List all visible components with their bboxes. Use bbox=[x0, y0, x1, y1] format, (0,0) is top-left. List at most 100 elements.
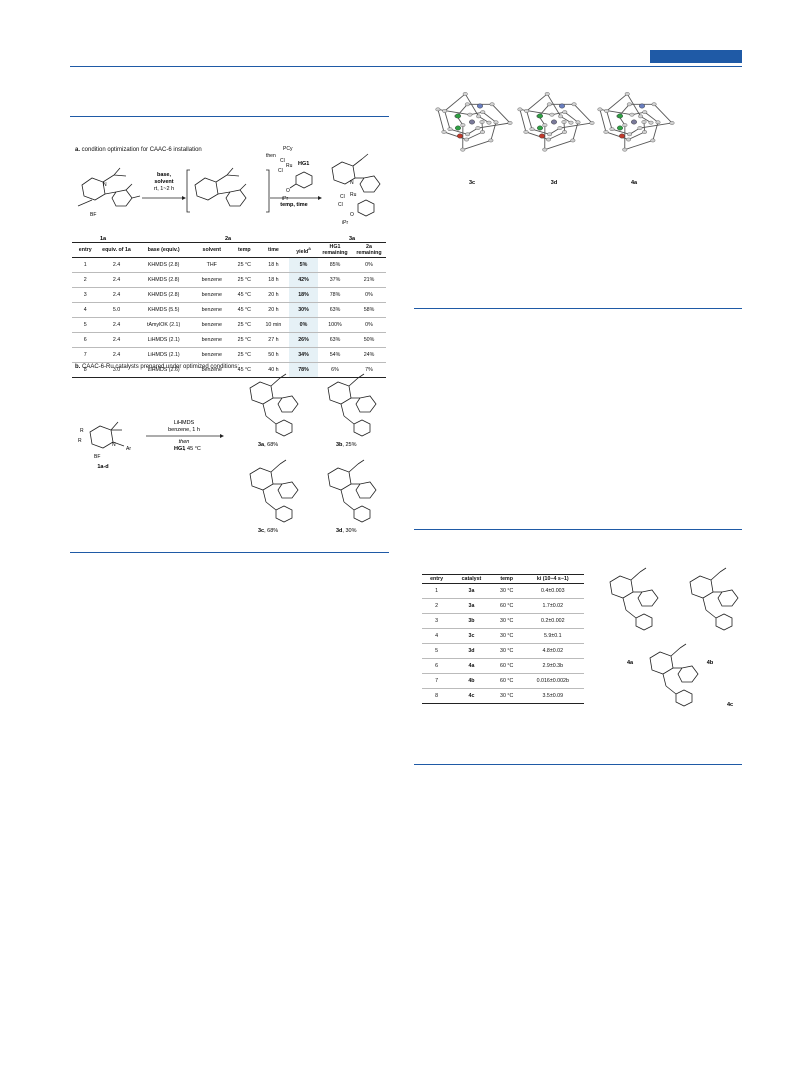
svg-text:Cl: Cl bbox=[280, 158, 285, 164]
table-cell: 2.4 bbox=[98, 287, 135, 304]
table-cell: 3c bbox=[451, 628, 492, 645]
table-cell: 5 bbox=[72, 317, 99, 334]
svg-text:then: then bbox=[179, 439, 190, 445]
panel-a-scheme: N BF 1a base, solvent rt, 1~2 h 2a then … bbox=[77, 146, 381, 240]
table-cell: 78% bbox=[318, 287, 352, 304]
table-cell: 2.4 bbox=[98, 347, 135, 364]
table-cell: 4c bbox=[451, 688, 492, 705]
table-cell: 60 °C bbox=[491, 658, 522, 675]
svg-text:O: O bbox=[350, 212, 354, 218]
table-cell: 50 h bbox=[257, 347, 289, 364]
xray-4a bbox=[597, 92, 675, 152]
arrow1-conditions: rt, 1~2 h bbox=[154, 186, 174, 192]
table-cell: 26% bbox=[288, 332, 318, 349]
label-3c-yield: 3c, 68% bbox=[258, 528, 278, 534]
table-cell: 0% bbox=[352, 257, 386, 274]
table-cell: 0% bbox=[288, 317, 318, 334]
table-cell: 5% bbox=[288, 257, 318, 274]
bf4-label: BF bbox=[90, 212, 96, 218]
table-cell: 3a bbox=[451, 583, 492, 600]
catalyst-3c bbox=[249, 459, 299, 523]
table-cell: 30 °C bbox=[491, 628, 522, 645]
table-cell: KHMDS (2.8) bbox=[134, 257, 193, 274]
table-cell: 54% bbox=[318, 347, 352, 364]
table-cell: 50% bbox=[352, 332, 386, 349]
then-text: then bbox=[266, 153, 276, 159]
table-cell: 2.4 bbox=[98, 317, 135, 334]
section-rule-kinetics-bottom bbox=[414, 764, 742, 765]
table-cell: 37% bbox=[318, 272, 352, 289]
table-cell: 45 °C bbox=[230, 302, 258, 319]
table-cell: 8 bbox=[422, 688, 452, 705]
label-3a: 3a bbox=[349, 236, 356, 240]
table-cell: 4 bbox=[422, 628, 452, 645]
condition-table: entry equiv. of 1a base (equiv.) solvent… bbox=[72, 241, 386, 379]
table-cell: 1 bbox=[422, 583, 452, 600]
catalyst-3d bbox=[327, 459, 377, 523]
svg-text:Cl: Cl bbox=[338, 202, 343, 208]
svg-text:N: N bbox=[350, 180, 354, 186]
table-cell: 0.2±0.002 bbox=[521, 613, 584, 630]
table-cell: 4b bbox=[451, 673, 492, 690]
struct-label-4c: 4c bbox=[727, 702, 733, 708]
svg-text:, 45 °C: , 45 °C bbox=[184, 446, 201, 452]
table-cell: 60 °C bbox=[491, 673, 522, 690]
table-cell: 1.7±0.02 bbox=[521, 598, 584, 615]
section-rule-xray bbox=[414, 308, 742, 309]
table-cell: 21% bbox=[352, 272, 386, 289]
n-plus-1a: N bbox=[103, 182, 107, 188]
table-cell: 4a bbox=[451, 658, 492, 675]
table-cell: LiHMDS (2.1) bbox=[134, 332, 193, 349]
xray-3d bbox=[517, 92, 595, 152]
label-1a-d: 1a-d bbox=[97, 464, 108, 470]
table-cell: 5.9±0.1 bbox=[521, 628, 584, 645]
table-cell: 6% bbox=[318, 362, 352, 379]
xray-label-4a: 4a bbox=[631, 180, 638, 186]
struct-label-4a: 4a bbox=[627, 660, 634, 666]
svg-text:N: N bbox=[112, 442, 116, 448]
table-cell: 3 bbox=[72, 287, 99, 304]
svg-text:Ar: Ar bbox=[126, 446, 131, 452]
table-cell: 63% bbox=[318, 332, 352, 349]
table-cell: 18 h bbox=[257, 272, 289, 289]
table-cell: 4 bbox=[72, 302, 99, 319]
svg-text:benzene, 1 h: benzene, 1 h bbox=[168, 427, 200, 433]
table-cell: 30 °C bbox=[491, 583, 522, 600]
table-cell: 5.0 bbox=[98, 302, 135, 319]
table-cell: 78% bbox=[288, 362, 318, 379]
table-cell: benzene bbox=[192, 317, 231, 334]
table-cell: THF bbox=[192, 257, 231, 274]
catalyst-4b bbox=[689, 567, 739, 631]
label-3b-yield: 3b, 25% bbox=[336, 442, 357, 448]
svg-text:R: R bbox=[78, 438, 82, 444]
table-cell: 25 °C bbox=[230, 257, 258, 274]
svg-text:LiHMDS: LiHMDS bbox=[174, 420, 195, 426]
table-cell: KHMDS (2.8) bbox=[134, 272, 193, 289]
svg-text:R: R bbox=[80, 428, 84, 434]
table-cell: 60 °C bbox=[491, 598, 522, 615]
table-cell: 20 h bbox=[257, 302, 289, 319]
table-cell: 6 bbox=[72, 332, 99, 349]
table-cell: 2.4 bbox=[98, 332, 135, 349]
table-cell: LiHMDS (2.6) bbox=[134, 362, 193, 379]
table-cell: 58% bbox=[352, 302, 386, 319]
table-cell: 20 h bbox=[257, 287, 289, 304]
table-cell: 2.9±0.3b bbox=[521, 658, 584, 675]
table-cell: benzene bbox=[192, 272, 231, 289]
xray-label-3d: 3d bbox=[551, 180, 557, 186]
table-cell: 42% bbox=[288, 272, 318, 289]
table-cell: 85% bbox=[318, 257, 352, 274]
structure-1a bbox=[77, 167, 141, 207]
struct-label-4b: 4b bbox=[707, 660, 714, 666]
